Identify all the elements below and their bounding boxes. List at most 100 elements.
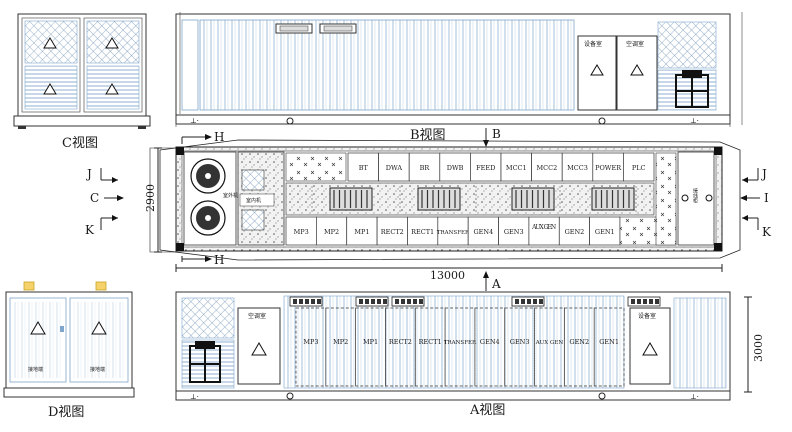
warning-icon [590, 64, 604, 76]
corridor-rack [417, 187, 461, 211]
a-cabinet [325, 307, 356, 387]
dim-2900: 2900 [144, 184, 157, 212]
warning-icon [630, 64, 644, 76]
marker-j-left: J [85, 167, 92, 181]
plan-bottom-cabinet [346, 216, 378, 246]
plan-top-cabinet-label: BR [420, 164, 431, 172]
dimensions: 2900 13000 3000 [144, 147, 765, 393]
a-cabinet-label: AUX GEN [535, 340, 564, 346]
svg-text:⊥·: ⊥· [690, 393, 699, 401]
corridor-racks [311, 186, 637, 212]
corridor-rack [329, 187, 373, 211]
plan-top-cabinet-label: MCC3 [567, 164, 588, 172]
warning-icon [105, 83, 119, 95]
plan-bottom-cabinet [316, 216, 348, 246]
plan-bottom-cabinet-label: GEN4 [473, 228, 493, 236]
meter-box-icon [355, 296, 389, 307]
a-cabinet [504, 307, 535, 387]
view-c-label: C视图 [62, 136, 98, 151]
view-d-label: D视图 [48, 405, 84, 420]
plan-top-cabinet-label: DWA [386, 164, 403, 172]
plan-top-cabinet [623, 152, 655, 182]
end-panel-label: 接线柜 [692, 187, 698, 204]
view-b-label: B视图 [410, 128, 446, 143]
a-cabinet-label: MP3 [303, 338, 318, 346]
plan-top-cabinet [500, 152, 532, 182]
plan-bottom-cabinet [407, 216, 439, 246]
outdoor-fan-bottom-icon [190, 200, 226, 236]
a-cabinet-label: GEN4 [480, 338, 500, 346]
plan-bottom-cabinet [589, 216, 621, 246]
a-cabinet [414, 307, 446, 387]
svg-text:⊥·: ⊥· [190, 393, 199, 401]
plan-bottom-cabinet-label: TRANSFER [437, 230, 470, 236]
marker-b: B [492, 127, 501, 141]
fan-unit-icon [675, 70, 709, 108]
plan-bottom-cabinet-label: AUX GEN [531, 224, 556, 231]
a-cabinet [564, 307, 595, 387]
view-b-elevation: 设备室 空调室 ⊥· ⊥· [175, 12, 743, 127]
a-elevation-top-boxes [289, 296, 661, 307]
plan-bottom-cabinet-label: MP3 [294, 228, 309, 236]
plan-bottom-cabinet [528, 216, 560, 246]
view-d-door-left: 接地端 [28, 366, 43, 373]
a-cabinet-label: MP2 [333, 338, 348, 346]
plan-top-cabinet-label: MCC2 [537, 164, 558, 172]
plan-bottom-cabinet [376, 216, 408, 246]
warning-icon [43, 37, 57, 49]
plan-bottom-cabinet-label: GEN1 [595, 228, 615, 236]
outdoor-unit-label: 室外机 [223, 192, 238, 199]
dim-13000: 13000 [430, 269, 465, 282]
warning-icon [251, 342, 267, 356]
indoor-unit-label: 室内机 [246, 197, 261, 204]
a-cabinet [385, 307, 416, 387]
a-cabinet-label: TRANSFER [444, 340, 477, 346]
plan-top-cabinet-label: MCC1 [506, 164, 527, 172]
a-cabinet-label: RECT1 [419, 338, 442, 346]
plan-top-cabinet [561, 152, 594, 182]
marker-a: A [491, 277, 501, 291]
plan-bottom-cabinet [285, 216, 317, 246]
warning-icon [43, 83, 57, 95]
a-cabinet-label: RECT2 [389, 338, 412, 346]
dim-3000: 3000 [752, 334, 765, 362]
plan-top-cabinet-label: PLC [632, 164, 646, 172]
a-cabinet-label: GEN1 [599, 338, 619, 346]
door-label-equipment: 设备室 [584, 40, 602, 48]
svg-text:⊥·: ⊥· [690, 117, 699, 125]
meter-box-icon [391, 296, 425, 307]
warning-icon [105, 37, 119, 49]
plan-bottom-cabinet-label: MP1 [354, 228, 369, 236]
door-label-equipment-a: 设备室 [638, 312, 656, 320]
warning-icon [642, 342, 658, 356]
warning-icon [30, 321, 46, 335]
a-cabinet [295, 307, 327, 387]
plan-bottom-cabinet [498, 216, 530, 246]
a-cabinet-label: GEN3 [510, 338, 530, 346]
marker-j-right: J [760, 167, 767, 181]
plan-top-cabinet-label: DWB [447, 164, 464, 172]
svg-text:⊥·: ⊥· [190, 117, 199, 125]
a-cabinet [444, 307, 476, 387]
plan-top-cabinet [470, 152, 502, 182]
marker-c-left: C [90, 191, 99, 205]
outdoor-fan-top-icon [190, 158, 226, 194]
plan-top-cabinet-label: POWER [595, 164, 622, 172]
plan-top-cabinet [531, 152, 563, 182]
plan-bottom-cabinet [558, 216, 590, 246]
marker-h-top: H [214, 130, 224, 144]
plan-bottom-cabinet-label: RECT2 [381, 228, 404, 236]
marker-i-right: I [764, 191, 769, 205]
a-cabinet [593, 307, 625, 387]
plan-bottom-cabinet-label: MP2 [324, 228, 339, 236]
a-cabinet [474, 307, 506, 387]
plan-top-cabinet [439, 152, 471, 182]
view-c: C视图 [13, 13, 151, 151]
view-a-label: A视图 [469, 403, 505, 418]
marker-k-right: K [762, 225, 772, 239]
meter-box-icon [511, 296, 545, 307]
